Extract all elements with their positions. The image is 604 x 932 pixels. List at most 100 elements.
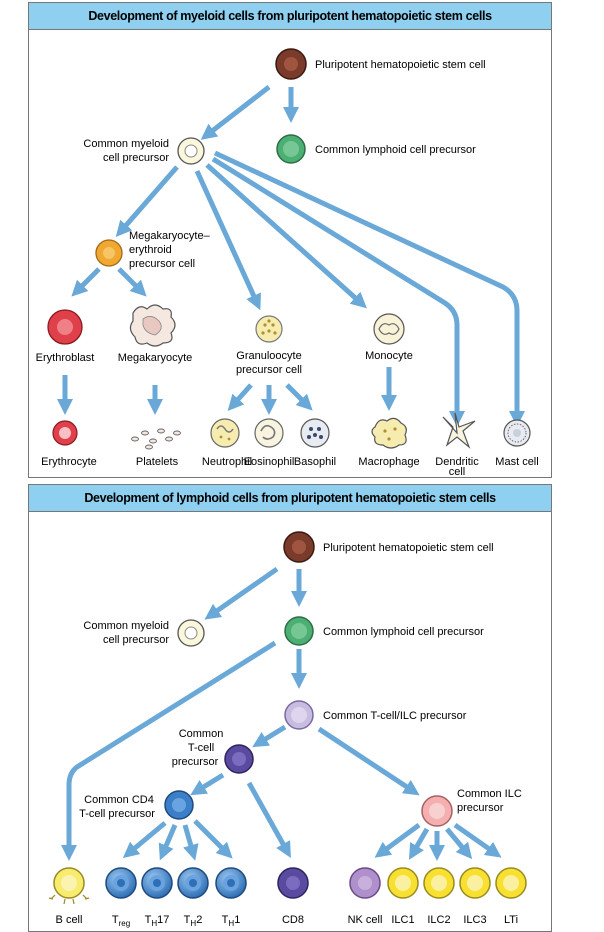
arrow-ilc-to-ilc1 xyxy=(408,827,430,860)
cd8-label: CD8 xyxy=(282,914,304,926)
dendritic-cell-icon xyxy=(442,412,476,449)
arrow-mep-to-megakaryocyte xyxy=(117,267,147,297)
arrow-hsc-to-cmp xyxy=(204,566,279,620)
neutrophil-icon xyxy=(210,418,240,448)
lti-cell-icon xyxy=(495,867,527,899)
arrow-cmp-to-monocyte xyxy=(205,163,367,309)
cmp-label-line2: cell precursor xyxy=(103,634,169,646)
arrow-gran-to-neutrophil xyxy=(227,383,253,411)
arrow-cmp-to-mep xyxy=(115,165,179,238)
lymphoid-panel: Development of lymphoid cells from pluri… xyxy=(28,484,552,932)
common-t-label-line3: precursor xyxy=(172,756,219,768)
arrow-hsc-to-cmp xyxy=(200,85,271,140)
arrow-clp-to-bcell xyxy=(61,640,277,861)
mast-cell-label: Mast cell xyxy=(495,456,538,468)
cmp-cell-icon xyxy=(177,619,205,647)
granulocyte-label-line2: precursor cell xyxy=(236,364,302,376)
arrow-cmp-to-mast xyxy=(213,150,526,427)
arrow-mep-to-erythroblast xyxy=(71,267,101,297)
arrow-tilc-to-ilc xyxy=(317,726,420,796)
erythroblast-icon xyxy=(47,309,83,345)
bcell-label: B cell xyxy=(56,914,83,926)
hsc-label: Pluripotent hematopoietic stem cell xyxy=(323,542,494,554)
nk-cell-icon xyxy=(349,867,381,899)
arrow-gran-to-basophil xyxy=(285,383,313,411)
erythroblast-label: Erythroblast xyxy=(36,352,95,364)
arrow-cd4-to-th17 xyxy=(158,824,178,861)
tilc-label: Common T-cell/ILC precursor xyxy=(323,710,467,722)
megakaryocyte-label: Megakaryocyte xyxy=(118,352,193,364)
th1-label: TH1 xyxy=(222,914,241,928)
platelets-label: Platelets xyxy=(136,456,179,468)
eosinophil-label: Eosinophil xyxy=(244,456,295,468)
clp-cell-icon xyxy=(276,134,306,164)
cmp-label-line1: Common myeloid xyxy=(83,138,169,150)
clp-cell-icon xyxy=(284,616,314,646)
clp-label: Common lymphoid cell precursor xyxy=(323,626,484,638)
arrow-cd4-to-treg xyxy=(122,821,167,859)
mep-cell-icon xyxy=(95,239,123,267)
cd8-cell-icon xyxy=(277,867,309,899)
common-ilc-precursor-icon xyxy=(421,795,453,827)
granulocyte-precursor-icon xyxy=(255,315,283,343)
nk-label: NK cell xyxy=(348,914,383,926)
myeloid-panel-title: Development of myeloid cells from plurip… xyxy=(29,3,551,30)
th17-label: TH17 xyxy=(145,914,170,928)
th1-cell-icon xyxy=(215,867,247,899)
arrow-tilc-to-commont xyxy=(252,724,287,748)
mep-label-line1: Megakaryocyte– xyxy=(129,230,211,242)
th2-label: TH2 xyxy=(184,914,203,928)
arrow-commont-to-cd4 xyxy=(190,772,225,796)
clp-label: Common lymphoid cell precursor xyxy=(315,144,476,156)
cd4-label-line2: T-cell precursor xyxy=(79,808,155,820)
dendritic-label-line2: cell xyxy=(449,466,466,477)
th2-cell-icon xyxy=(177,867,209,899)
arrow-cmp-to-granulocyte xyxy=(194,169,261,311)
hsc-cell-icon xyxy=(275,48,307,80)
common-t-label-line2: T-cell xyxy=(188,742,214,754)
macrophage-label: Macrophage xyxy=(358,456,419,468)
bcell-icon xyxy=(48,867,90,905)
cd4-label-line1: Common CD4 xyxy=(84,794,154,806)
mep-label-line3: precursor cell xyxy=(129,258,195,270)
cmp-label-line1: Common myeloid xyxy=(83,620,169,632)
myeloid-arrows xyxy=(57,85,526,427)
myeloid-diagram: Pluripotent hematopoietic stem cell Comm… xyxy=(36,48,539,477)
common-ilc-label-line1: Common ILC xyxy=(457,788,522,800)
ilc1-label: ILC1 xyxy=(391,914,414,926)
monocyte-icon xyxy=(373,313,405,345)
arrow-cd4-to-th2 xyxy=(182,824,199,861)
lymphoid-diagram: Pluripotent hematopoietic stem cell Comm… xyxy=(48,531,527,928)
neutrophil-label: Neutrophil xyxy=(202,456,252,468)
arrow-ilc-to-ilc3 xyxy=(445,827,473,860)
arrow-cmp-to-dendritic xyxy=(211,156,466,427)
ilc2-cell-icon xyxy=(423,867,455,899)
lymphoid-arrows xyxy=(61,566,502,861)
macrophage-icon xyxy=(371,417,407,449)
arrow-commont-to-cd8 xyxy=(246,781,291,858)
cd4-precursor-icon xyxy=(164,790,194,820)
cmp-label-line2: cell precursor xyxy=(103,152,169,164)
arrow-ilc-to-lti xyxy=(453,822,502,858)
common-ilc-label-line2: precursor xyxy=(457,802,504,814)
dendritic-label-line1: Dendritic xyxy=(435,456,479,468)
eosinophil-icon xyxy=(254,418,284,448)
granulocyte-label-line1: Granuloocyte xyxy=(236,350,301,362)
megakaryocyte-icon xyxy=(129,304,176,347)
hsc-label: Pluripotent hematopoietic stem cell xyxy=(315,59,486,71)
ilc3-cell-icon xyxy=(459,867,491,899)
erythrocyte-label: Erythrocyte xyxy=(41,456,97,468)
lymphoid-panel-title: Development of lymphoid cells from pluri… xyxy=(29,485,551,512)
lti-label: LTi xyxy=(504,914,518,926)
hsc-cell-icon xyxy=(283,531,315,563)
arrow-cd4-to-th1 xyxy=(193,819,233,859)
myeloid-panel: Development of myeloid cells from plurip… xyxy=(28,2,552,478)
ilc2-label: ILC2 xyxy=(427,914,450,926)
ilc3-label: ILC3 xyxy=(463,914,486,926)
th17-cell-icon xyxy=(141,867,173,899)
erythrocyte-icon xyxy=(52,420,78,446)
treg-label: Treg xyxy=(112,914,130,928)
platelets-icon xyxy=(131,428,181,450)
ilc1-cell-icon xyxy=(387,867,419,899)
monocyte-label: Monocyte xyxy=(365,350,413,362)
